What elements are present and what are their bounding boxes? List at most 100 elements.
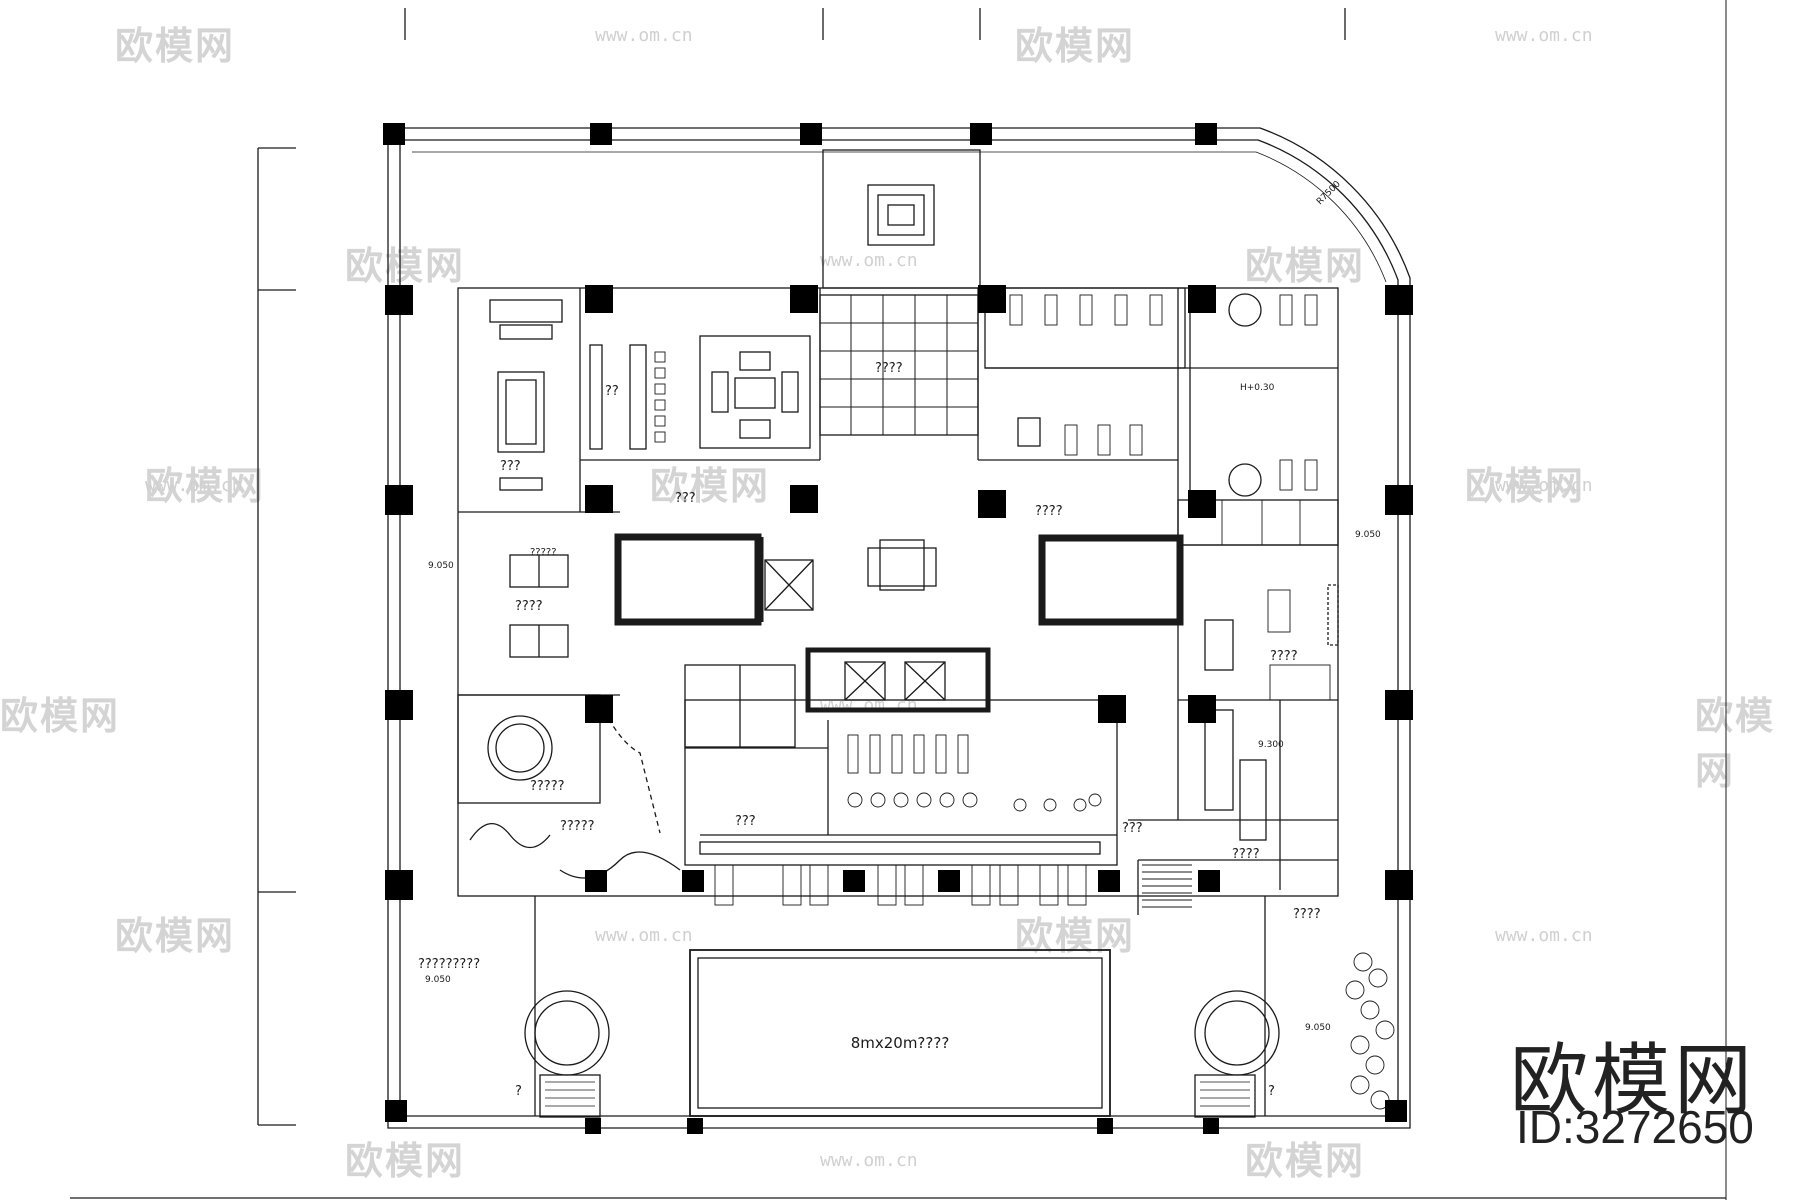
level-mark: 9.300	[1258, 740, 1284, 750]
billiard-table	[497, 371, 545, 453]
column	[1188, 695, 1216, 723]
column	[790, 485, 818, 513]
column	[1385, 690, 1413, 720]
watermark-brand: 欧模网	[1465, 464, 1586, 508]
skylight-grid	[819, 294, 979, 436]
column	[687, 1118, 703, 1134]
level-mark: 9.050	[428, 561, 454, 571]
column	[1385, 870, 1413, 900]
column	[1198, 870, 1220, 892]
column	[1097, 1118, 1113, 1134]
round-dining-table	[487, 715, 553, 781]
watermark-url: www.om.cn	[1495, 25, 1593, 46]
column	[1385, 1100, 1407, 1122]
mark-label: ?	[1268, 1084, 1275, 1099]
watermark-brand: 欧模网	[0, 694, 121, 738]
column	[585, 695, 613, 723]
room-label-sauna: ????	[1270, 649, 1298, 664]
pool-label: 8mx20m????	[851, 1034, 950, 1052]
column	[1188, 490, 1216, 518]
stair-core-left	[614, 533, 762, 626]
column	[1385, 485, 1413, 515]
level-mark: 9.050	[1305, 1023, 1331, 1033]
brand-logo-text: 欧模网	[1510, 1036, 1757, 1126]
sofa	[489, 299, 563, 323]
watermark-url: www.om.cn	[1495, 925, 1593, 946]
watermark-brand: 欧模网	[115, 914, 236, 958]
level-mark: H+0.30	[1240, 383, 1275, 393]
column	[970, 123, 992, 145]
column	[1385, 285, 1413, 315]
room-label-small: ?????	[530, 547, 557, 558]
massage-table	[1267, 589, 1291, 633]
watermark-brand: 欧模网	[1245, 1139, 1366, 1183]
column	[385, 485, 413, 515]
brand-id: ID:3272650	[1516, 1101, 1754, 1153]
column	[585, 285, 613, 313]
mark-label: ?	[515, 1084, 522, 1099]
column	[385, 1100, 407, 1122]
watermark-brand: 欧模网	[145, 464, 266, 508]
watermark-brand: 欧模网	[345, 244, 466, 288]
feature-column	[867, 547, 937, 587]
outer-wall	[387, 127, 1411, 1129]
column	[1098, 870, 1120, 892]
column	[978, 285, 1006, 313]
round-planter	[1194, 990, 1280, 1076]
room-label-tea: ??	[605, 384, 619, 399]
watermark-url: www.om.cn	[595, 925, 693, 946]
room-label-yoga: ???	[735, 814, 756, 829]
room-label-corridor: ???	[1122, 821, 1143, 836]
column	[978, 490, 1006, 518]
room-label-terrace-left: ?????????	[418, 957, 480, 972]
room-label-garden: ?????	[560, 819, 595, 834]
column	[585, 1118, 601, 1134]
column	[383, 123, 405, 145]
entrance-feature	[867, 184, 935, 246]
entrance-canopy	[822, 149, 981, 289]
watermark-brand: 欧模网	[345, 1139, 466, 1183]
stair-core-right	[1038, 534, 1184, 626]
spa-room-block	[984, 287, 1186, 369]
round-planter	[524, 990, 610, 1076]
swimming-pool	[689, 949, 1111, 1117]
jacuzzi	[1228, 293, 1262, 327]
column	[590, 123, 612, 145]
room-label-spa: ????	[1035, 504, 1063, 519]
column	[385, 870, 413, 900]
watermark-url: www.om.cn	[820, 1150, 918, 1171]
elevator-bank	[805, 647, 991, 713]
column	[585, 485, 613, 513]
reading-table	[629, 344, 647, 450]
room-label-dining-round: ?????	[530, 779, 565, 794]
watermark-brand: 欧模网	[1015, 24, 1136, 68]
elevator	[764, 559, 814, 611]
bookshelf	[589, 344, 603, 450]
column	[938, 870, 960, 892]
room-label-lounge: ???	[500, 459, 521, 474]
room-label-library: ???	[675, 491, 696, 506]
column	[1203, 1118, 1219, 1134]
watermark-brand: 欧模网	[1695, 694, 1776, 793]
garden-path	[469, 823, 681, 879]
outer-wall-inner	[399, 139, 1399, 1117]
watermark-brand: 欧模网	[115, 24, 236, 68]
column	[385, 690, 413, 720]
bench	[1239, 759, 1267, 841]
level-mark: 9.050	[425, 975, 451, 985]
room-label-terrace-right: ????	[1293, 907, 1321, 922]
column	[385, 285, 413, 315]
watermark-brand: 欧模网	[1245, 244, 1366, 288]
radius-label: R7500	[1315, 179, 1343, 207]
watermark-url: www.om.cn	[820, 250, 918, 271]
watermark-url: www.om.cn	[1495, 475, 1593, 496]
watermark-url: www.om.cn	[595, 25, 693, 46]
column	[682, 870, 704, 892]
jacuzzi	[1228, 463, 1262, 497]
column	[800, 123, 822, 145]
column	[790, 285, 818, 313]
room-label-meeting: ????	[515, 599, 543, 614]
room-label-changing: ????	[1232, 847, 1260, 862]
column	[1188, 285, 1216, 313]
